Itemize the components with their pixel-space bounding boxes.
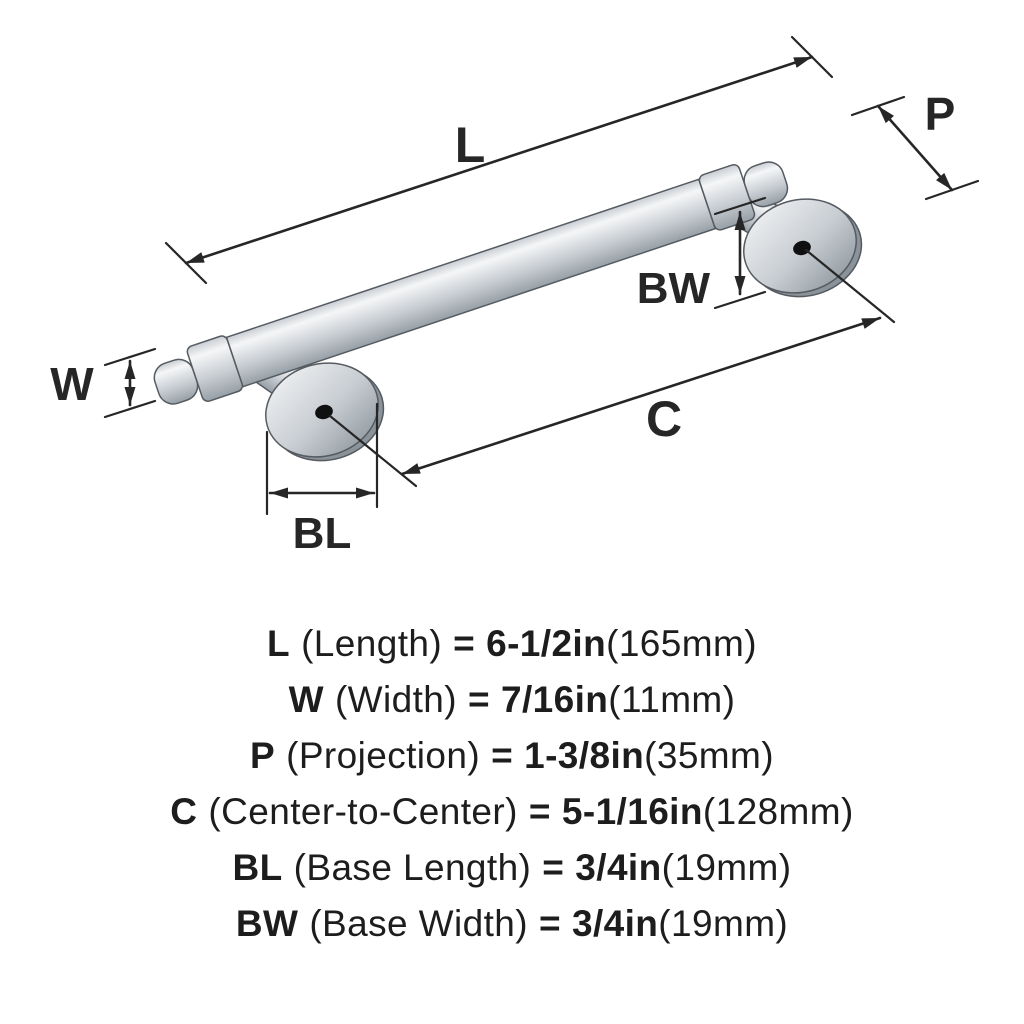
- spec-line-center: C(Center-to-Center)=5-1/16in(128mm): [0, 784, 1024, 840]
- screw-hole-left: [315, 404, 333, 420]
- spec-value: 1-3/8in: [524, 735, 645, 776]
- dim-tick-base-width-bottom: [713, 290, 767, 310]
- dim-tick-length-right: [790, 35, 834, 79]
- dimension-labels: L P W BW C BL: [50, 88, 955, 558]
- dim-line-center: [400, 316, 882, 476]
- spec-eq: =: [528, 791, 551, 832]
- dim-label-projection: P: [925, 88, 956, 140]
- dim-tick-projection-bottom: [924, 179, 980, 201]
- spec-metric: (35mm): [644, 735, 774, 776]
- spec-abbr: BL: [232, 847, 283, 888]
- spec-value: 3/4in: [575, 847, 662, 888]
- dim-label-base-length: BL: [293, 509, 352, 558]
- spec-name: (Length): [301, 623, 443, 664]
- spec-name: (Projection): [286, 735, 481, 776]
- dim-tick-projection-top: [850, 95, 906, 117]
- dim-line-length: [184, 55, 814, 265]
- dim-tick-width-bottom: [103, 399, 157, 419]
- spec-value: 7/16in: [500, 679, 609, 720]
- spec-abbr: BW: [235, 903, 299, 944]
- dim-label-width: W: [50, 358, 94, 410]
- spec-value: 5-1/16in: [561, 791, 703, 832]
- spec-line-projection: P(Projection)=1-3/8in(35mm): [0, 728, 1024, 784]
- dim-label-center: C: [646, 391, 682, 447]
- dim-label-base-width: BW: [637, 264, 711, 313]
- spec-metric: (165mm): [606, 623, 757, 664]
- spec-metric: (19mm): [658, 903, 789, 944]
- spec-abbr: C: [170, 791, 198, 832]
- dimension-lines: [103, 35, 980, 516]
- spec-eq: =: [542, 847, 565, 888]
- dim-ext-center-left: [328, 414, 418, 488]
- spec-metric: (11mm): [608, 679, 736, 720]
- spec-name: (Base Width): [309, 903, 528, 944]
- spec-metric: (19mm): [661, 847, 792, 888]
- spec-eq: =: [453, 623, 476, 664]
- spec-metric: (128mm): [702, 791, 854, 832]
- spec-line-base-length: BL(Base Length)=3/4in(19mm): [0, 840, 1024, 896]
- dim-tick-length-left: [164, 241, 208, 285]
- dim-tick-base-width-top: [713, 196, 767, 216]
- spec-value: 6-1/2in: [486, 623, 607, 664]
- spec-value: 3/4in: [571, 903, 659, 944]
- spec-abbr: W: [288, 679, 324, 720]
- dim-tick-width-top: [103, 347, 157, 367]
- spec-eq: =: [491, 735, 514, 776]
- spec-eq: =: [538, 903, 561, 944]
- spec-line-length: L(Length)=6-1/2in(165mm): [0, 616, 1024, 672]
- spec-list: L(Length)=6-1/2in(165mm) W(Width)=7/16in…: [0, 616, 1024, 952]
- spec-line-base-width: BW(Base Width)=3/4in(19mm): [0, 896, 1024, 952]
- spec-name: (Base Length): [293, 847, 532, 888]
- dimension-diagram: L P W BW C BL: [50, 35, 980, 558]
- spec-abbr: P: [250, 735, 276, 776]
- spec-name: (Center-to-Center): [208, 791, 518, 832]
- spec-eq: =: [467, 679, 490, 720]
- dim-line-projection: [876, 104, 954, 192]
- handle-dimension-drawing: L P W BW C BL: [50, 35, 980, 558]
- spec-abbr: L: [267, 623, 291, 664]
- dim-label-length: L: [455, 117, 486, 173]
- spec-line-width: W(Width)=7/16in(11mm): [0, 672, 1024, 728]
- dim-ext-center-right: [804, 248, 896, 324]
- spec-name: (Width): [334, 679, 457, 720]
